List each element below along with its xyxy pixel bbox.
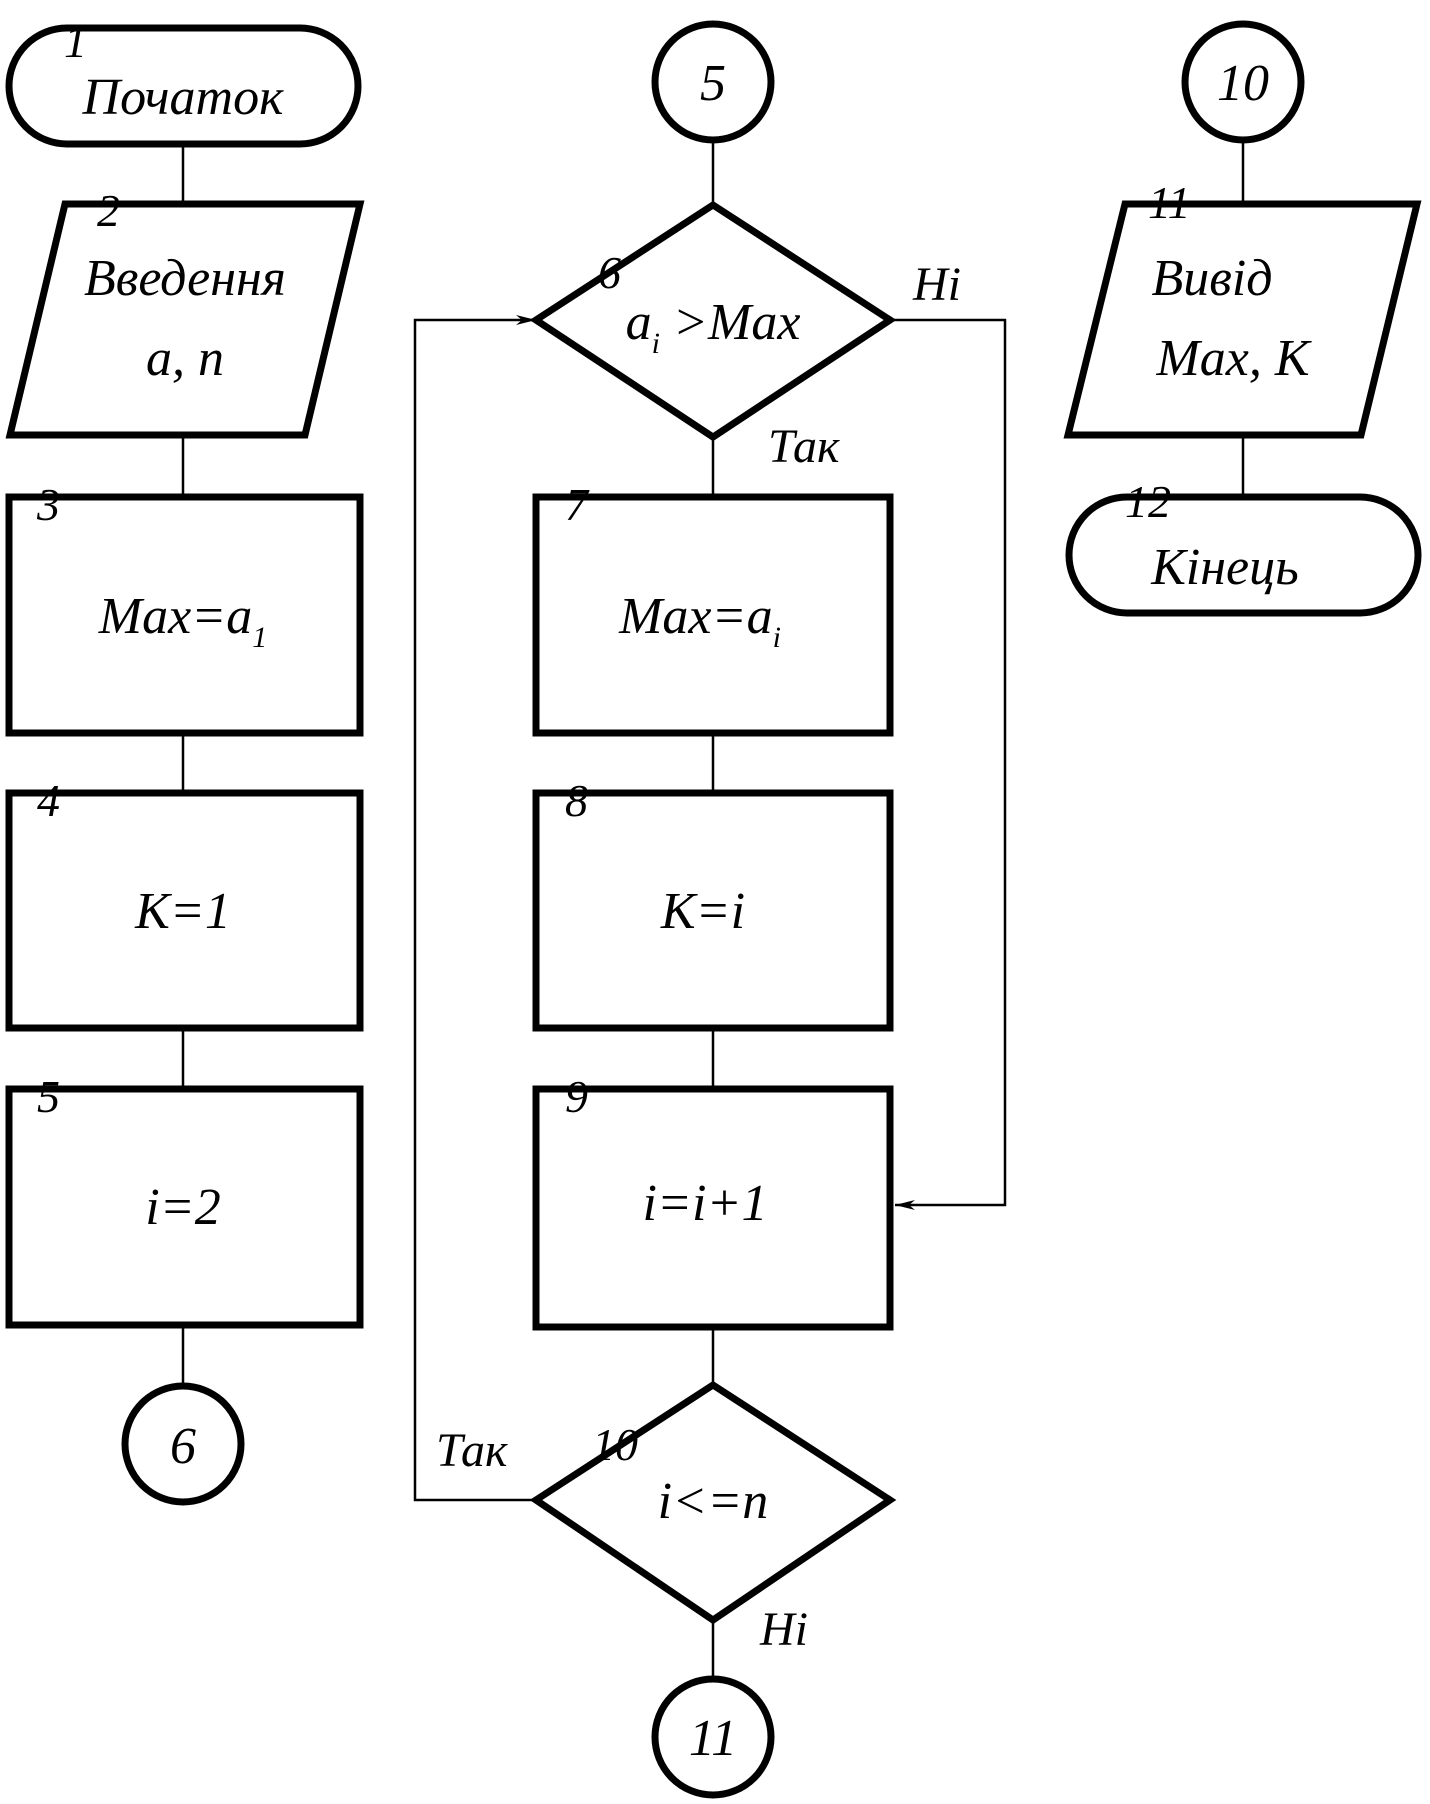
process-label: i=2 <box>145 1179 221 1236</box>
connector-label: 11 <box>689 1710 737 1767</box>
process-block-8: 8 K=i <box>532 775 894 1032</box>
block-number: 7 <box>565 479 590 530</box>
decision-block-6: 6 ai >Max Ні Так <box>529 200 961 473</box>
block-number: 3 <box>36 479 60 530</box>
block-number: 10 <box>592 1419 638 1470</box>
output-variables: Max, K <box>1155 330 1311 387</box>
input-label: Введення <box>84 250 286 307</box>
yes-label: Так <box>436 1424 508 1477</box>
condition-label: ai >Max <box>626 294 801 360</box>
connector-label: 6 <box>170 1418 196 1475</box>
output-block: 11 Вивід Max, K <box>1063 177 1422 439</box>
process-label: i=i+1 <box>642 1175 767 1232</box>
block-number: 1 <box>64 16 87 67</box>
input-variables: a, n <box>146 330 224 387</box>
block-number: 11 <box>1148 177 1191 228</box>
process-block-4: 4 K=1 <box>5 775 364 1032</box>
process-label: Max=ai <box>618 588 781 654</box>
block-number: 5 <box>37 1071 60 1122</box>
terminal-label: Початок <box>82 69 285 126</box>
output-label: Вивід <box>1151 250 1272 307</box>
process-label: Max=a1 <box>98 588 268 654</box>
start-terminal: 1 Початок <box>5 16 362 148</box>
process-block-3: 3 Max=a1 <box>5 479 364 737</box>
connector-label: 5 <box>700 55 726 112</box>
block-number: 8 <box>565 775 588 826</box>
no-branch-line <box>890 318 1007 1210</box>
condition-label: i<=n <box>658 1473 769 1530</box>
process-label: K=1 <box>134 883 231 940</box>
input-block: 2 Введення a, n <box>5 185 365 439</box>
connector-lines <box>181 141 1245 1677</box>
block-number: 9 <box>565 1071 588 1122</box>
no-label: Ні <box>912 258 961 311</box>
process-block-9: 9 i=i+1 <box>532 1071 894 1331</box>
no-label: Ні <box>759 1603 808 1656</box>
end-terminal: 12 Кінець <box>1065 476 1422 617</box>
block-number: 2 <box>97 185 120 236</box>
block-number: 12 <box>1125 476 1171 527</box>
terminal-label: Кінець <box>1150 539 1299 596</box>
connector-in-10: 10 <box>1181 20 1305 144</box>
block-number: 6 <box>598 247 621 298</box>
process-label: K=i <box>660 883 745 940</box>
process-block-5: 5 i=2 <box>5 1071 364 1329</box>
block-number: 4 <box>37 775 60 826</box>
decision-block-10: 10 i<=n Так Ні <box>436 1380 897 1656</box>
connector-out: 11 <box>651 1675 775 1799</box>
yes-label: Так <box>768 420 840 473</box>
off-page-connector-out: 6 <box>121 1382 245 1506</box>
connector-label: 10 <box>1217 55 1269 112</box>
loop-back-line <box>413 315 536 1502</box>
process-block-7: 7 Max=ai <box>532 479 894 737</box>
connector-in: 5 <box>651 20 775 144</box>
